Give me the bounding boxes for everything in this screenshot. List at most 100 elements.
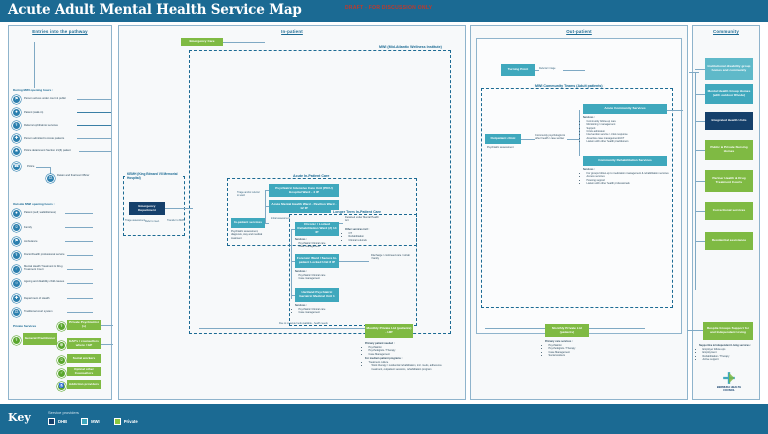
swatch-mwi-icon [81,418,89,425]
private-inpatient-notes: Primary patient needed : Psychiatrist Ps… [365,342,445,372]
addiction-icon: ♿ [57,382,66,391]
private-outpatient-notes: Primary care services : Psychiatrist Psy… [545,340,615,358]
turning-point-box[interactable]: Turning Point [501,64,535,76]
logo-sub: COUNCIL [723,389,735,393]
entry-item-label: Ageing and disability child causes [24,280,65,283]
connector [67,269,93,270]
community-box-mental-health-group-homes[interactable]: Mental Health Group Homes (with outdoor … [705,84,753,104]
doctor-icon: ⚕ [12,121,21,130]
key-subtitle: Service providers [48,410,79,415]
geriatric-unit-box[interactable]: Hartland Psychiatric Geriatric Medical U… [295,288,339,302]
hospital-icon: ✚ [12,294,21,303]
column-community: Community Institutional disability group… [687,25,760,400]
acute-ward-box[interactable]: Acute Mental Health Ward - Pavilion Ward… [269,200,339,213]
social-icon: ☺ [57,356,66,365]
ambulance-icon: ⚑ [12,237,21,246]
connector [65,213,93,214]
mwi-region-label: MWI (Mid-Atlantic Wellness Institute) [377,45,444,49]
entry-item-label: Doctor/health professional service [24,253,65,256]
connector [689,72,699,73]
mid-label: Detained under Mental Health Act [345,216,379,223]
key-title: Key [8,411,31,424]
key-items: DHB MWI Private [48,418,138,425]
connector [291,229,292,299]
picu-box[interactable]: Psychiatric Intensive Care Unit (PICU) H… [269,184,339,197]
outpatient-clinic-note: Psychiatric assessment [487,146,514,149]
entry-item-label: Person admitted to Acute patients [24,137,65,140]
connector [695,211,705,212]
private-service-box[interactable]: Private Psychiatrist (s) [67,320,101,330]
connector [67,283,93,284]
connector [695,121,705,122]
ambulance-icon: ⚑ [12,95,21,104]
column-outpatient: Out-patient Turning Point Referral / tri… [470,25,688,400]
connector [265,223,269,224]
connector [77,112,111,113]
kemh-line-label: Refer to med. [145,220,160,223]
court-icon: ⚖ [12,308,21,317]
connector [695,241,705,242]
connector [67,312,93,313]
community-box-institutional-disability[interactable]: Institutional disability group homes and… [705,58,753,80]
emergency-care-box[interactable]: Emergency Care [181,38,223,46]
mental-health-icon: ♂ [57,369,66,378]
discharge-label: Discharge / continued care / rehab / fam… [371,254,410,261]
connector [36,167,50,168]
court-icon: ⚖ [46,174,55,183]
connector [265,190,266,224]
private-inpatient-box[interactable]: Monthly Private Ltd (patients) - HIP [365,324,413,338]
community-box-residential-assistance[interactable]: Residential assistance [705,232,753,250]
connector [339,261,369,262]
private-service-box[interactable]: Addiction providers [67,380,101,389]
private-service-box[interactable]: Optical other Counsellors [67,367,101,376]
connector [223,42,265,43]
community-box-nursing-homes[interactable]: Public & Private Nursing Homes [705,140,753,160]
child-icon: ☼ [12,279,21,288]
supportive-living-box[interactable]: Respite Groups Support for and Independe… [703,322,753,340]
entry-outside-heading: Outside MWI opening hours : [13,202,55,206]
community-rehab-services-box[interactable]: Community Rehabilitation Services [583,156,667,166]
private-service-box[interactable]: Social workers [67,354,101,363]
private-outpatient-box[interactable]: Monthly Private Ltd (patients) [545,324,589,337]
column-header-community: Community [713,29,739,34]
community-box-correctional-services[interactable]: Correctional services [705,202,753,220]
mid-label: Initial assessment [271,217,291,220]
bottom-flow-label: Due to no acute beds available - health … [279,322,328,325]
key-item-mwi: MWI [81,418,100,425]
entry-item-label: Mental Health Treatment & Drug Treatment… [24,265,63,272]
mwi-community-teams-label: MWI Community Teams (Adult patients) [533,84,605,88]
emergency-department-box[interactable]: Emergency Department [129,202,165,215]
inpatient-services-box[interactable]: In-patient services [231,218,265,228]
connector [695,69,705,70]
outpatient-clinic-box[interactable]: Outpatient clinic [485,134,521,144]
general-practitioner-box[interactable]: General Practitioner [23,333,57,345]
longer-term-label: Longer Term In-Patient Care [331,210,384,214]
community-box-drug-treatment-courts[interactable]: Partner Health & Drug Treatment Courts [705,170,753,192]
connector [291,261,295,262]
entry-spine-line [34,42,35,88]
clinic-icon: ⊕ [57,341,66,350]
referral-triage-label: Referral / triage [539,67,556,70]
kemh-line-label: Transfer to MWI [167,219,185,222]
private-service-box[interactable]: EAP's / counsellors where / GP [67,338,101,349]
connector [67,255,93,256]
entry-item-label: Police [27,165,35,168]
acute-inpatient-region [227,178,417,246]
entry-item-label: Department of Health [24,297,50,300]
chronic-rehab-ward-box[interactable]: Chronic / Locked Rehabilitation Ward (2)… [295,222,339,236]
connector [535,70,539,71]
logo-name: BERMUDA HEALTH [716,386,742,389]
entry-item-label: Traditional court system [24,310,53,313]
column-entry-points: Entries into the pathway During MWI open… [8,25,113,400]
key-item-private: Private [113,418,138,425]
acute-community-services-box[interactable]: Acute Community Services [583,104,667,114]
supportive-living-notes: Supportive & Independent Living services… [699,344,757,362]
key-label-dhb: DHB [58,419,68,424]
page-header: Acute Adult Mental Health Service Map DR… [0,0,768,22]
connector [77,138,111,139]
connector [695,94,705,95]
community-box-integrated-health-units[interactable]: Integrated Health Units [705,112,753,130]
entry-item-label: Referral ophthalmic services [24,124,58,127]
connector [695,150,705,151]
forensic-ward-box[interactable]: Forensic Ward / Secure In-patient Locked… [295,254,339,268]
